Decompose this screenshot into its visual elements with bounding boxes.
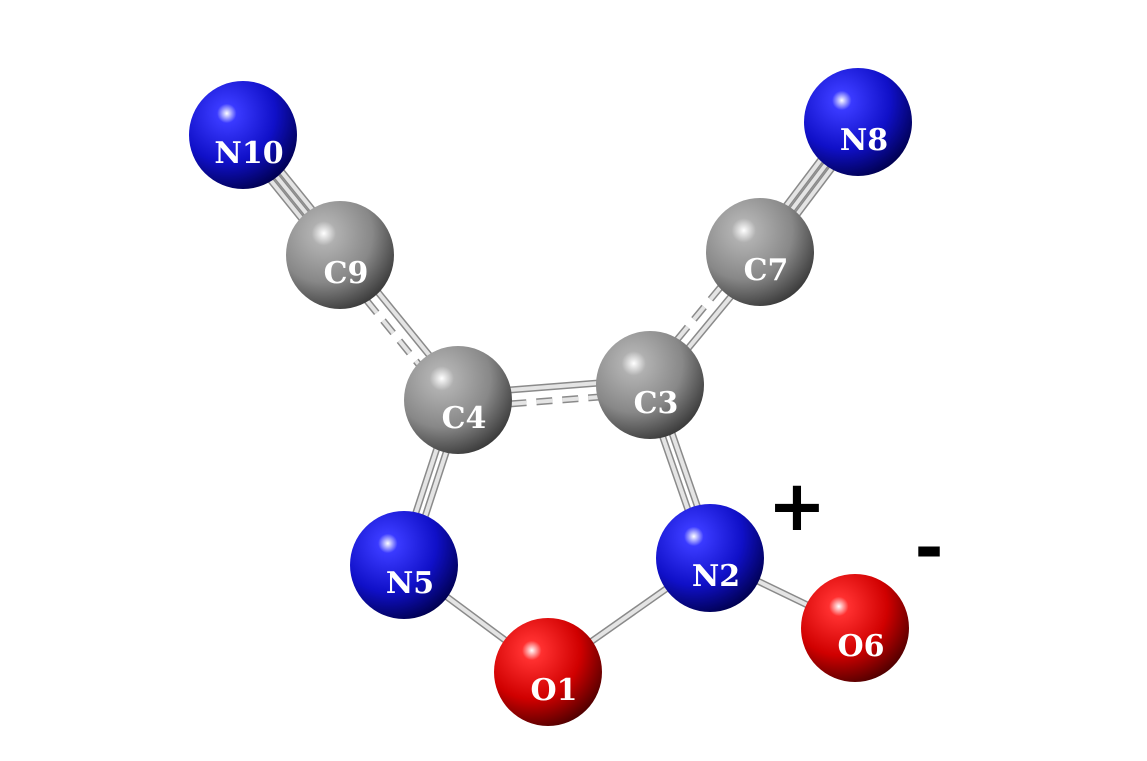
atom-n2: N2 (656, 504, 764, 612)
atom-sphere (656, 504, 764, 612)
atom-label: N5 (386, 566, 434, 601)
atom-sphere (801, 574, 909, 682)
atom-label: C4 (442, 401, 487, 436)
atom-sphere (286, 201, 394, 309)
atom-label: N2 (692, 559, 740, 594)
atom-c3: C3 (596, 331, 704, 439)
atom-c7: C7 (706, 198, 814, 306)
atom-n8: N8 (804, 68, 912, 176)
atom-sphere (350, 511, 458, 619)
atom-label: C3 (634, 386, 679, 421)
atom-label: N10 (214, 136, 283, 171)
atom-sphere (596, 331, 704, 439)
atom-c9: C9 (286, 201, 394, 309)
atom-sphere (189, 81, 297, 189)
atom-sphere (404, 346, 512, 454)
atom-o6: O6 (801, 574, 909, 682)
atom-label: C7 (744, 253, 789, 288)
atom-label: O6 (837, 629, 884, 664)
atom-n10: N10 (189, 81, 297, 189)
atom-o1: O1 (494, 618, 602, 726)
atom-label: O1 (530, 673, 577, 708)
atom-sphere (804, 68, 912, 176)
atom-sphere (494, 618, 602, 726)
atom-c4: C4 (404, 346, 512, 454)
positive-charge: + (768, 465, 827, 547)
negative-charge: - (914, 507, 943, 589)
atom-label: C9 (324, 256, 369, 291)
atom-n5: N5 (350, 511, 458, 619)
atom-label: N8 (840, 123, 888, 158)
atom-sphere (706, 198, 814, 306)
